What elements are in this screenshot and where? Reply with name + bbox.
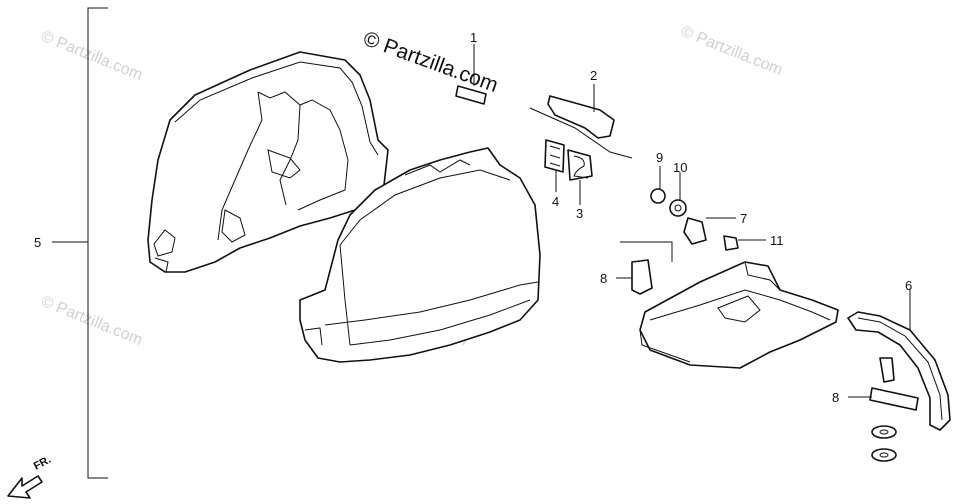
callout-7: 7 (740, 211, 747, 226)
part-8-bracket-right (848, 357, 919, 462)
right-saddlebag-lid (299, 147, 541, 363)
part-6-strap (847, 290, 951, 431)
part-1-emblem (455, 44, 487, 105)
watermark-top-right: © Partzilla.com (679, 23, 785, 79)
front-direction-arrow: FR. (7, 454, 53, 499)
callout-3: 3 (576, 206, 583, 221)
callout-8-left: 8 (600, 271, 607, 286)
tray (620, 241, 839, 369)
part-3-4-emblems (544, 139, 593, 205)
callout-1: 1 (470, 30, 477, 45)
callout-labels: 1 2 3 4 5 6 7 8 8 9 10 11 (34, 30, 912, 405)
left-saddlebag (147, 51, 389, 273)
callout-4: 4 (552, 194, 559, 209)
part-2-strip (529, 84, 633, 159)
callout-11: 11 (770, 233, 784, 248)
callout-10: 10 (673, 160, 687, 175)
callout-2: 2 (590, 68, 597, 83)
watermark-top-left: © Partzilla.com (39, 28, 145, 84)
callout-6: 6 (905, 278, 912, 293)
part-8-clip-left (616, 259, 653, 295)
bracket-part-5 (52, 7, 108, 479)
watermark-bottom-left: © Partzilla.com (39, 293, 145, 349)
callout-5: 5 (34, 235, 41, 250)
copyright-text: © Partzilla.com (360, 27, 501, 97)
callout-8-right: 8 (832, 390, 839, 405)
callout-9: 9 (656, 150, 663, 165)
direction-label: FR. (32, 454, 53, 473)
hardware-9-10-7-11 (650, 166, 766, 251)
